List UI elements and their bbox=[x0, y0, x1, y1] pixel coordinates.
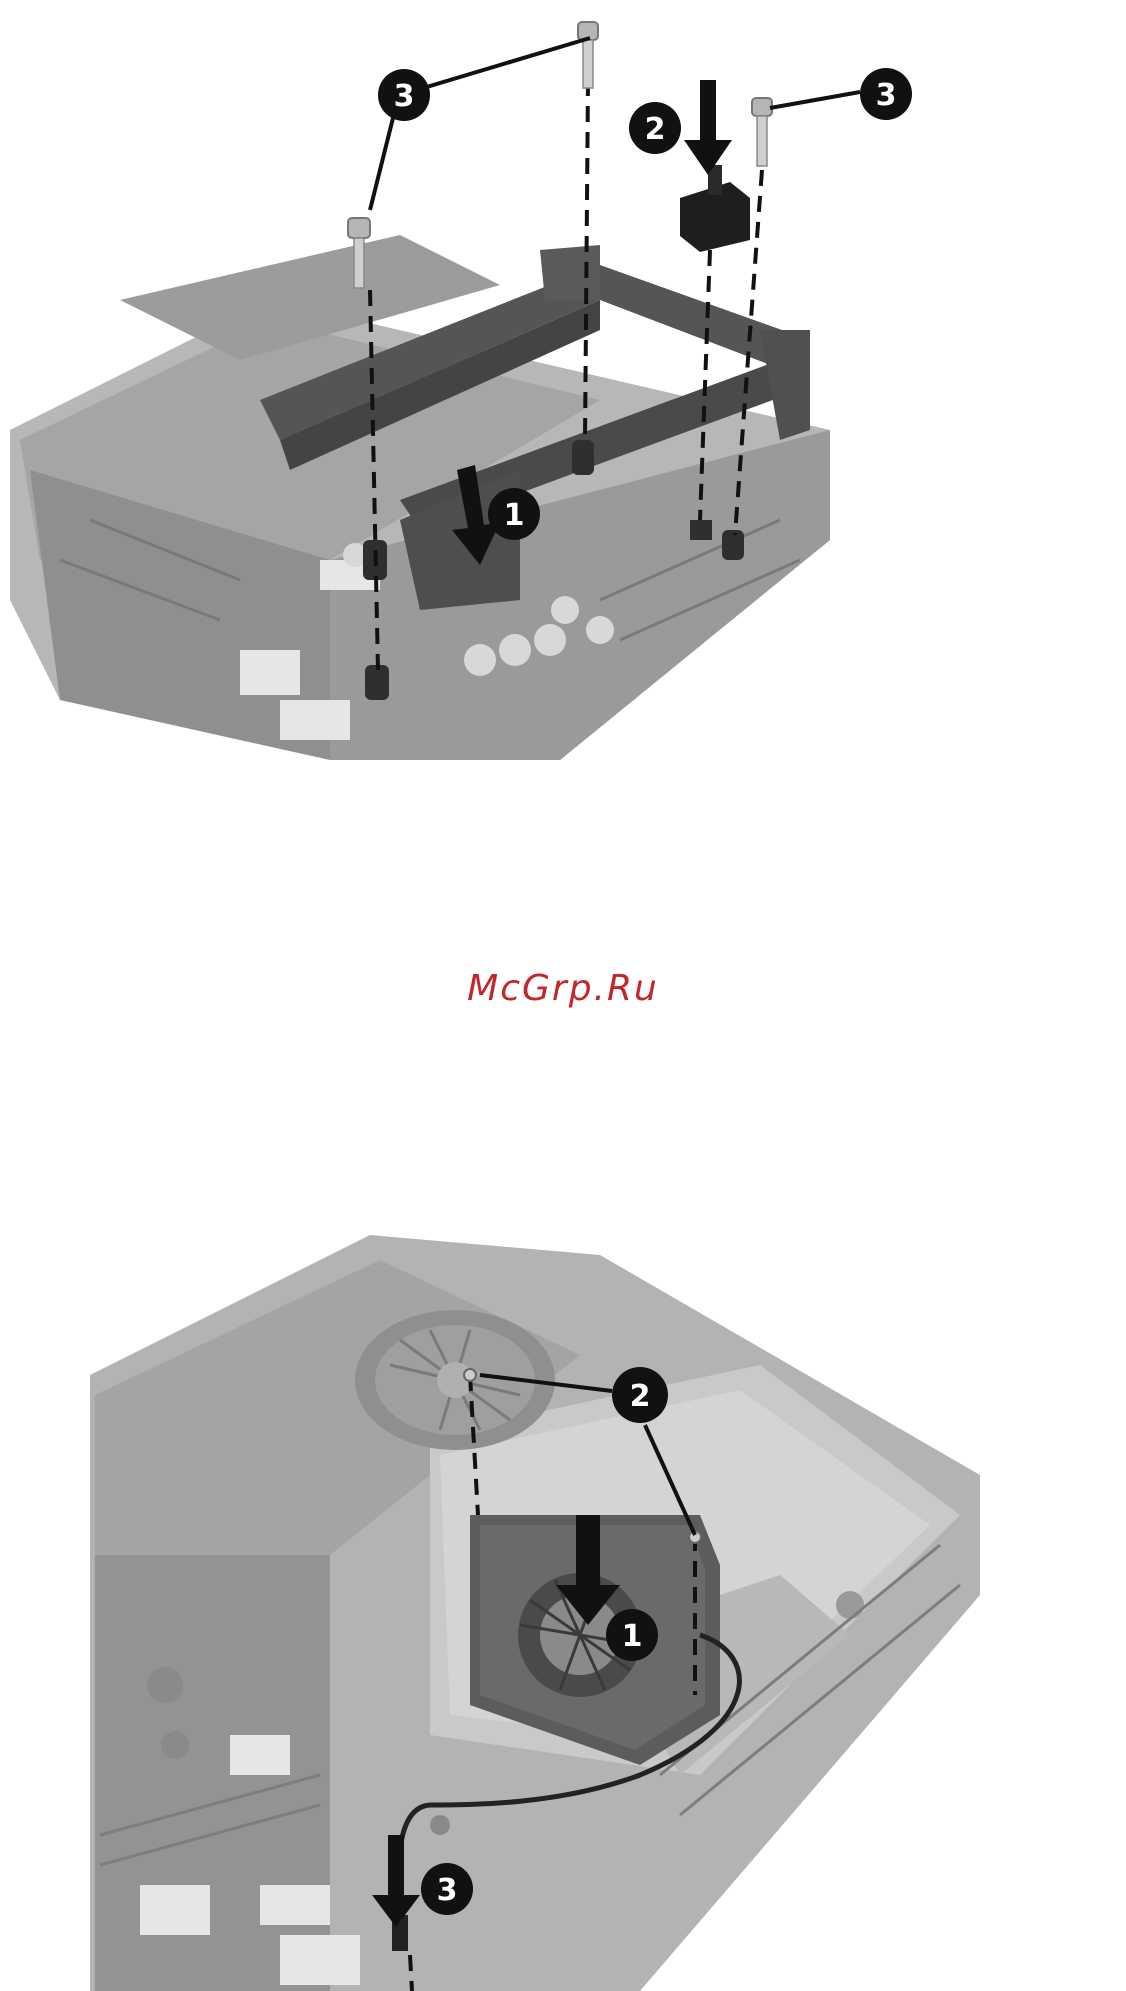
standoff-icon bbox=[680, 165, 750, 252]
svg-text:3: 3 bbox=[394, 79, 415, 114]
callout-3: 3 bbox=[421, 1863, 473, 1915]
callout-2: 2 bbox=[612, 1367, 668, 1423]
svg-text:2: 2 bbox=[630, 1379, 651, 1414]
illustration-bracket-install: 3 3 2 1 bbox=[0, 0, 1126, 780]
callout-1: 1 bbox=[606, 1609, 658, 1661]
svg-text:3: 3 bbox=[876, 78, 897, 113]
callout-1: 1 bbox=[488, 488, 540, 540]
callout-2: 2 bbox=[629, 102, 681, 154]
arrow-down-icon bbox=[684, 80, 732, 175]
svg-text:1: 1 bbox=[504, 498, 525, 533]
svg-text:3: 3 bbox=[437, 1873, 458, 1908]
screw-icon bbox=[578, 22, 598, 88]
screw-icon bbox=[752, 98, 772, 166]
svg-text:2: 2 bbox=[645, 112, 666, 147]
callout-3-left: 3 bbox=[378, 69, 430, 121]
watermark-text: McGrp.Ru bbox=[0, 968, 1126, 1009]
illustration-fan-install: 2 1 3 bbox=[0, 1215, 1126, 1991]
svg-text:1: 1 bbox=[622, 1619, 643, 1654]
callout-3-right: 3 bbox=[860, 68, 912, 120]
